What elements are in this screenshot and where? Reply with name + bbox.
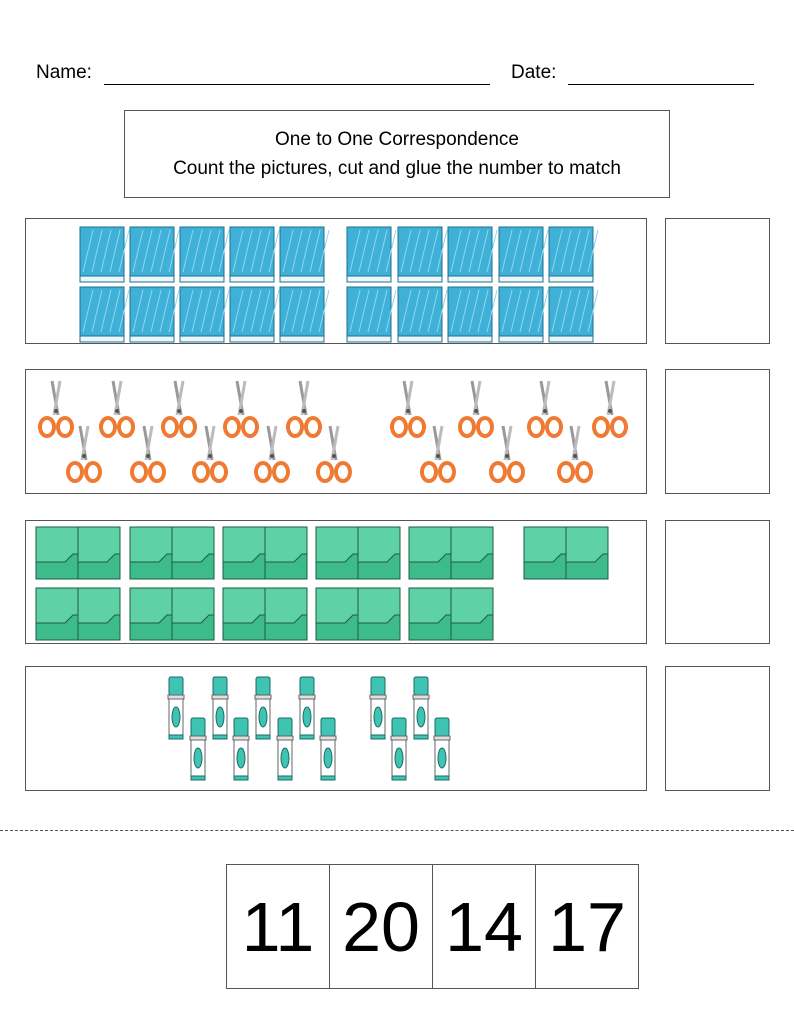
book-icon	[346, 286, 397, 343]
scissors-icon	[316, 425, 352, 483]
scissors-icon	[557, 425, 593, 483]
scissors-icon	[66, 425, 102, 483]
book-icon	[279, 226, 330, 283]
scissors-icon	[489, 425, 525, 483]
book-icon	[447, 226, 498, 283]
scissors-icon	[254, 425, 290, 483]
folder-icon	[408, 587, 494, 641]
scissors-icon	[223, 380, 259, 438]
glue-stick-icon	[232, 717, 250, 781]
scissors-icon	[592, 380, 628, 438]
folder-icon	[129, 587, 215, 641]
scissors-icon	[130, 425, 166, 483]
date-label: Date:	[511, 62, 557, 83]
book-icon	[498, 226, 548, 283]
folder-icon	[129, 526, 215, 580]
row-box-glue	[25, 666, 647, 791]
answer-box-books[interactable]	[665, 218, 770, 344]
row-box-scissors	[25, 369, 647, 494]
glue-stick-icon	[412, 676, 430, 740]
book-icon	[179, 286, 230, 343]
scissors-icon	[286, 380, 322, 438]
folder-icon	[315, 587, 401, 641]
book-icon	[79, 226, 130, 283]
book-icon	[279, 286, 330, 343]
book-icon	[498, 286, 548, 343]
glue-stick-icon	[189, 717, 207, 781]
book-icon	[79, 286, 130, 343]
folder-icon	[315, 526, 401, 580]
number-cut-strip: 11 20 14 17	[226, 864, 639, 989]
scissors-icon	[192, 425, 228, 483]
folder-icon	[408, 526, 494, 580]
date-line[interactable]	[568, 84, 754, 85]
instructions-box: One to One Correspondence Count the pict…	[124, 110, 670, 198]
book-icon	[397, 226, 447, 283]
name-label: Name:	[36, 62, 92, 83]
book-icon	[397, 286, 447, 343]
folder-icon	[35, 587, 121, 641]
folder-icon	[523, 526, 609, 580]
number-card[interactable]: 11	[227, 865, 330, 988]
cut-line	[0, 830, 794, 831]
book-icon	[179, 226, 230, 283]
glue-stick-icon	[369, 676, 387, 740]
book-icon	[346, 226, 397, 283]
glue-stick-icon	[433, 717, 451, 781]
scissors-icon	[420, 425, 456, 483]
number-card[interactable]: 20	[330, 865, 433, 988]
scissors-icon	[527, 380, 563, 438]
scissors-icon	[458, 380, 494, 438]
book-icon	[229, 226, 280, 283]
folder-icon	[222, 587, 308, 641]
book-icon	[548, 226, 599, 283]
scissors-icon	[161, 380, 197, 438]
folder-icon	[222, 526, 308, 580]
row-box-folders	[25, 520, 647, 644]
book-icon	[129, 226, 180, 283]
answer-box-scissors[interactable]	[665, 369, 770, 494]
scissors-icon	[38, 380, 74, 438]
answer-box-folders[interactable]	[665, 520, 770, 644]
book-icon	[129, 286, 180, 343]
book-icon	[447, 286, 498, 343]
glue-stick-icon	[319, 717, 337, 781]
number-card[interactable]: 17	[548, 887, 626, 966]
book-icon	[548, 286, 599, 343]
row-box-books	[25, 218, 647, 344]
book-icon	[229, 286, 280, 343]
scissors-icon	[99, 380, 135, 438]
glue-stick-icon	[276, 717, 294, 781]
glue-stick-icon	[167, 676, 185, 740]
name-line[interactable]	[104, 84, 490, 85]
glue-stick-icon	[298, 676, 316, 740]
glue-stick-icon	[390, 717, 408, 781]
instructions-title: One to One Correspondence	[275, 129, 519, 150]
glue-stick-icon	[211, 676, 229, 740]
answer-box-glue[interactable]	[665, 666, 770, 791]
glue-stick-icon	[254, 676, 272, 740]
folder-icon	[35, 526, 121, 580]
instructions-subtitle: Count the pictures, cut and glue the num…	[173, 158, 621, 179]
number-card[interactable]: 14	[433, 865, 536, 988]
scissors-icon	[390, 380, 426, 438]
